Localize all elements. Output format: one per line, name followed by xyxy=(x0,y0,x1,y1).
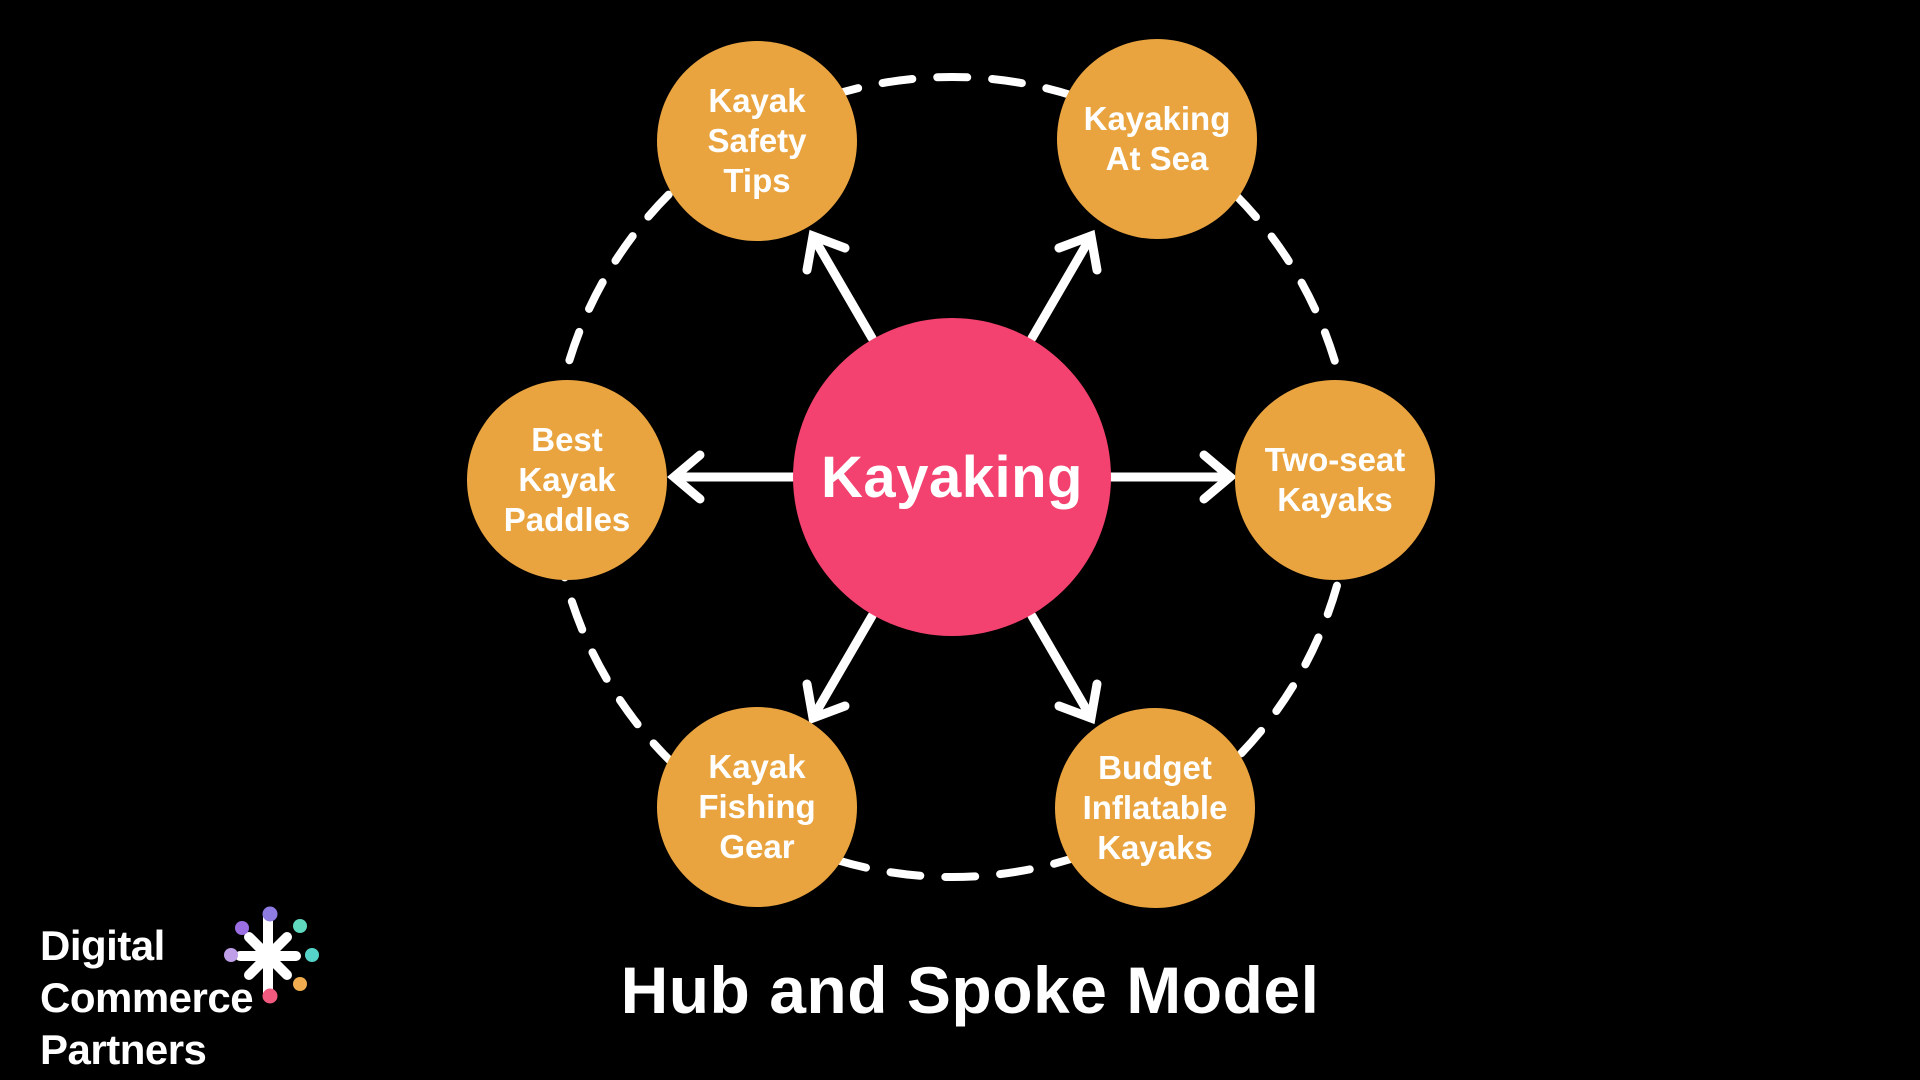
spoke-label: Budget Inflatable Kayaks xyxy=(1082,749,1228,866)
logo-dot-bottom xyxy=(262,988,278,1004)
spoke-label: Kayak Safety Tips xyxy=(707,82,807,199)
hub-circle-kayaking: Kayaking xyxy=(793,318,1111,636)
logo-line-commerce: Commerce xyxy=(40,974,254,1021)
spoke-circle-two-seat-kayaks: Two-seat Kayaks xyxy=(1235,380,1435,580)
diagram-title: Hub and Spoke Model xyxy=(620,953,1320,1027)
digital-commerce-partners-logo: Digital Commerce Partners xyxy=(40,906,319,1076)
logo-dot-top-right xyxy=(293,919,307,933)
hub-arrows xyxy=(667,229,1237,725)
spoke-circle-kayak-safety-tips: Kayak Safety Tips xyxy=(657,41,857,241)
logo-dot-right xyxy=(305,948,319,962)
hub-label: Kayaking xyxy=(821,444,1083,510)
arrow-left xyxy=(667,450,799,504)
arrow-right xyxy=(1105,450,1237,504)
spoke-circle-best-kayak-paddles: Best Kayak Paddles xyxy=(467,380,667,580)
logo-line-digital: Digital xyxy=(40,922,165,969)
arrow-up-left xyxy=(802,229,877,343)
logo-dot-top xyxy=(262,906,278,922)
arrow-down-right xyxy=(1027,611,1102,725)
spoke-label: Kayaking At Sea xyxy=(1083,100,1231,177)
spoke-label: Kayak Fishing Gear xyxy=(698,748,816,865)
starburst-asterisk-icon xyxy=(224,906,319,1004)
spoke-circle-kayak-fishing-gear: Kayak Fishing Gear xyxy=(657,707,857,907)
spoke-label: Best Kayak Paddles xyxy=(503,421,631,538)
logo-dot-top-left xyxy=(235,921,249,935)
arrow-up-right xyxy=(1027,229,1102,343)
spoke-circle-kayaking-at-sea: Kayaking At Sea xyxy=(1057,39,1257,239)
logo-line-partners: Partners xyxy=(40,1026,207,1073)
logo-wordmark: Digital Commerce Partners xyxy=(40,920,254,1076)
spoke-label: Two-seat Kayaks xyxy=(1264,441,1406,518)
arrow-down-left xyxy=(802,611,877,725)
spoke-circle-budget-inflatable-kayaks: Budget Inflatable Kayaks xyxy=(1055,708,1255,908)
logo-dot-left xyxy=(224,948,238,962)
logo-dot-bottom-right xyxy=(293,977,307,991)
